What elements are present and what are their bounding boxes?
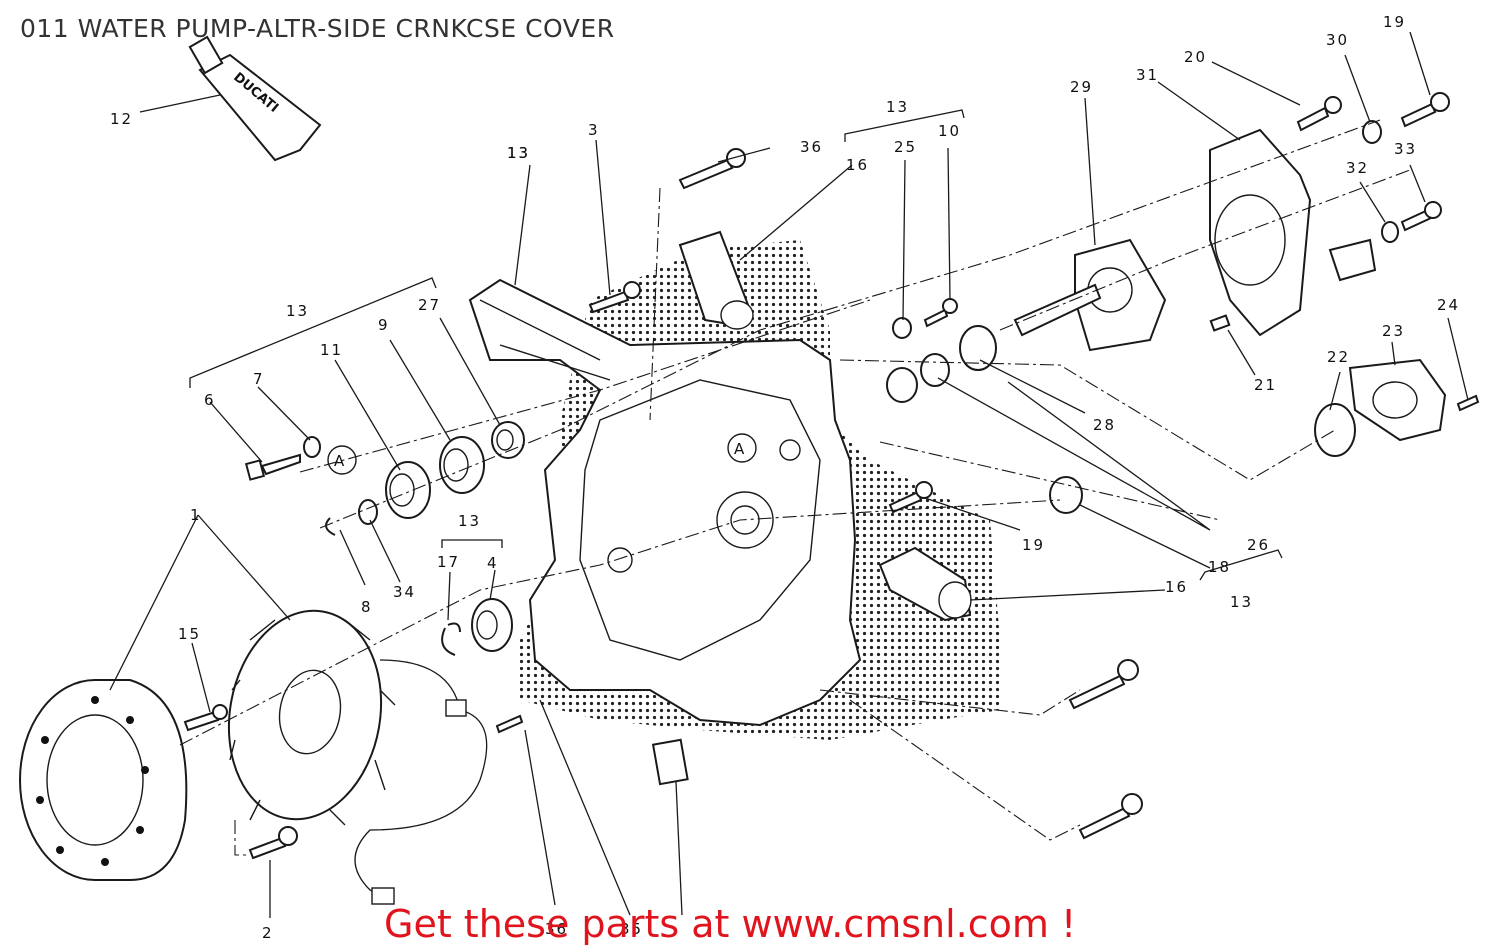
callout-16: 16 [1165, 578, 1188, 596]
callout-3: 3 [588, 121, 600, 139]
callout-21: 21 [1254, 376, 1277, 394]
grease-tube-part-12[interactable]: DUCATI [188, 35, 322, 162]
callout-1: 1 [190, 506, 202, 524]
flywheel-part-1[interactable] [19, 679, 188, 881]
callout-6: 6 [204, 391, 216, 409]
callout-2: 2 [262, 924, 274, 942]
callout-20: 20 [1184, 48, 1207, 66]
callout-13: 13 [286, 302, 309, 320]
callout-34: 34 [393, 583, 416, 601]
callout-28: 28 [1093, 416, 1116, 434]
callout-13: 13 [507, 144, 530, 162]
callout-27: 27 [418, 296, 441, 314]
callout-16: 16 [846, 156, 869, 174]
callout-23: 23 [1382, 322, 1405, 340]
callout-17: 17 [437, 553, 460, 571]
callout-36: 36 [545, 920, 568, 938]
callout-13: 13 [458, 512, 481, 530]
assembly-lines [179, 119, 1411, 856]
callout-4: 4 [487, 554, 499, 572]
bearings-left[interactable] [303, 421, 525, 656]
callout-36: 36 [800, 138, 823, 156]
bolts[interactable] [183, 92, 1480, 860]
callout-19: 19 [1383, 13, 1406, 31]
page-title: 011 WATER PUMP-ALTR-SIDE CRNKCSE COVER [20, 14, 615, 43]
callout-19: 19 [1022, 536, 1045, 554]
callout-15: 15 [178, 625, 201, 643]
callout-13: 13 [886, 98, 909, 116]
callout-13: 13 [507, 144, 530, 162]
callout-13: 13 [1230, 593, 1253, 611]
callout-25: 25 [894, 138, 917, 156]
callout-18: 18 [1208, 558, 1231, 576]
svg-text:A: A [734, 440, 746, 458]
stator-wiring[interactable] [354, 659, 488, 905]
svg-text:A: A [334, 452, 346, 470]
callout-11: 11 [320, 341, 343, 359]
leader-lines [109, 31, 1469, 918]
crankcase-cover[interactable] [468, 278, 862, 727]
callout-33: 33 [1394, 140, 1417, 158]
cmsnl-footer-link[interactable]: Get these parts at www.cmsnl.com ! [384, 902, 1077, 946]
callout-30: 30 [1326, 31, 1349, 49]
reference-mark-a-right: A [727, 433, 757, 463]
callout-7: 7 [253, 370, 265, 388]
callout-32: 32 [1346, 159, 1369, 177]
callout-29: 29 [1070, 78, 1093, 96]
callout-24: 24 [1437, 296, 1460, 314]
callout-22: 22 [1327, 348, 1350, 366]
stator[interactable] [213, 599, 397, 832]
callout-35: 35 [620, 920, 643, 938]
callout-26: 26 [1247, 536, 1270, 554]
group-brackets [189, 109, 1283, 581]
fittings-part-16[interactable] [651, 230, 972, 786]
callout-10: 10 [938, 122, 961, 140]
callout-12: 12 [110, 110, 133, 128]
callout-9: 9 [378, 316, 390, 334]
water-pump-parts[interactable] [886, 120, 1447, 514]
callout-8: 8 [361, 598, 373, 616]
callout-31: 31 [1136, 66, 1159, 84]
